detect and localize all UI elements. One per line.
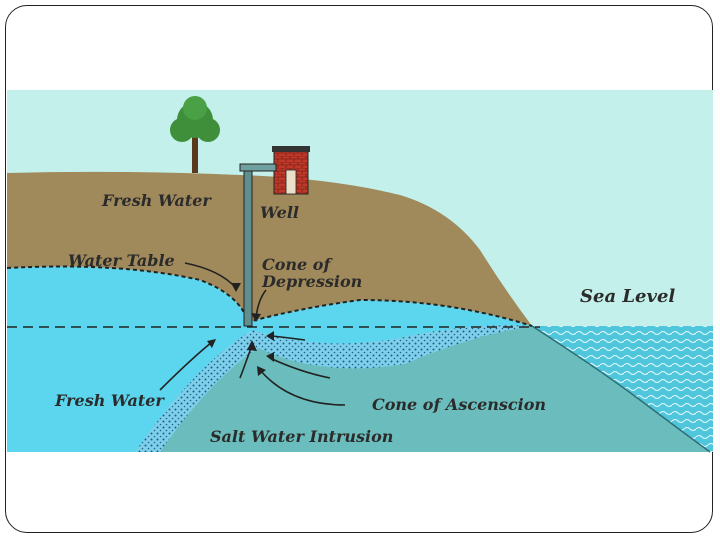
mixing-zone: [135, 325, 532, 452]
label-fresh-water-top: Fresh Water: [101, 191, 212, 210]
label-fresh-water-bottom: Fresh Water: [54, 391, 165, 410]
well-pipe: [239, 163, 277, 327]
arrowheads: [207, 283, 274, 376]
well-house-icon: [272, 146, 310, 195]
land-surface: [7, 171, 532, 326]
label-salt-water-intrusion: Salt Water Intrusion: [210, 427, 393, 446]
label-well: Well: [260, 203, 299, 222]
arrows: [159, 262, 346, 406]
tree-icon: [170, 96, 220, 173]
label-cone-of-ascension: Cone of Ascenscion: [372, 395, 546, 414]
label-cone-of-depression-2: Depression: [261, 272, 362, 291]
label-sea-level: Sea Level: [580, 286, 675, 307]
label-water-table: Water Table: [68, 251, 175, 270]
label-cone-of-depression-1: Cone of: [262, 255, 333, 274]
